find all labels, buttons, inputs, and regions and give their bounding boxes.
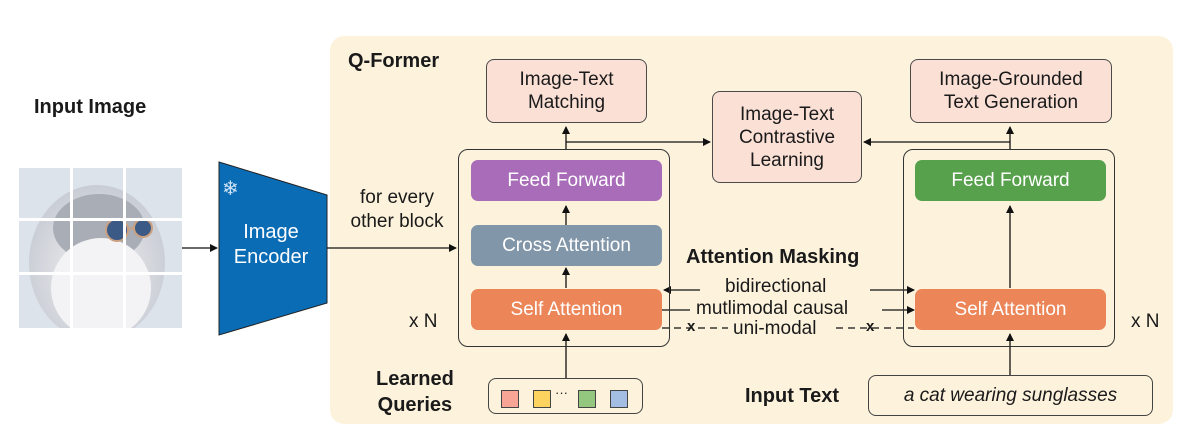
image-encoder-line1: Image (243, 221, 299, 243)
bidirectional-label: bidirectional (725, 276, 827, 297)
snowflake-icon: ❄ (222, 178, 239, 200)
itg-line1: Image-Grounded (939, 69, 1083, 90)
qformer-title: Q-Former (348, 50, 440, 72)
learned-queries-box: ··· (488, 378, 643, 414)
learned-queries-line1: Learned (376, 368, 454, 390)
input-image-label: Input Image (34, 96, 147, 118)
text-transformer-block (903, 149, 1115, 347)
image-encoder-shape (218, 161, 328, 336)
multimodal-causal-label: mutlimodal causal (696, 298, 849, 319)
query-token-1 (501, 390, 519, 408)
blocked-marker-right: x (866, 318, 875, 335)
left-feed-forward: Feed Forward (471, 160, 662, 201)
learned-queries-line2: Queries (377, 394, 453, 416)
query-token-3 (578, 390, 596, 408)
itm-line1: Image-Text (519, 69, 614, 90)
every-other-line2: other block (350, 211, 444, 232)
itg-line2: Text Generation (943, 92, 1079, 113)
right-feed-forward: Feed Forward (915, 160, 1106, 201)
left-repeat-label: x N (409, 311, 438, 332)
right-self-attention: Self Attention (915, 289, 1106, 330)
itc-line3: Learning (750, 149, 824, 171)
left-self-attention: Self Attention (471, 289, 662, 330)
itc-line1: Image-Text (740, 103, 834, 125)
input-image (19, 168, 182, 328)
image-encoder-line2: Encoder (233, 246, 309, 268)
image-encoder-label: Image Encoder (219, 220, 323, 270)
itc-line2: Contrastive (738, 126, 836, 148)
query-ellipsis: ··· (555, 385, 568, 400)
itm-line2: Matching (527, 92, 606, 113)
cross-attention: Cross Attention (471, 225, 662, 266)
blocked-marker-left: x (687, 318, 696, 335)
right-repeat-label: x N (1131, 311, 1160, 332)
learned-queries-label: Learned Queries (376, 366, 454, 418)
every-other-block-label: for every other block (338, 186, 456, 234)
query-token-2 (533, 390, 551, 408)
unimodal-label: uni-modal (733, 318, 817, 339)
every-other-line1: for every (360, 187, 434, 208)
attention-masking-title: Attention Masking (686, 246, 860, 268)
query-token-4 (610, 390, 628, 408)
input-text-label: Input Text (745, 385, 840, 407)
query-transformer-block (458, 149, 670, 347)
input-text-box: a cat wearing sunglasses (868, 375, 1153, 416)
